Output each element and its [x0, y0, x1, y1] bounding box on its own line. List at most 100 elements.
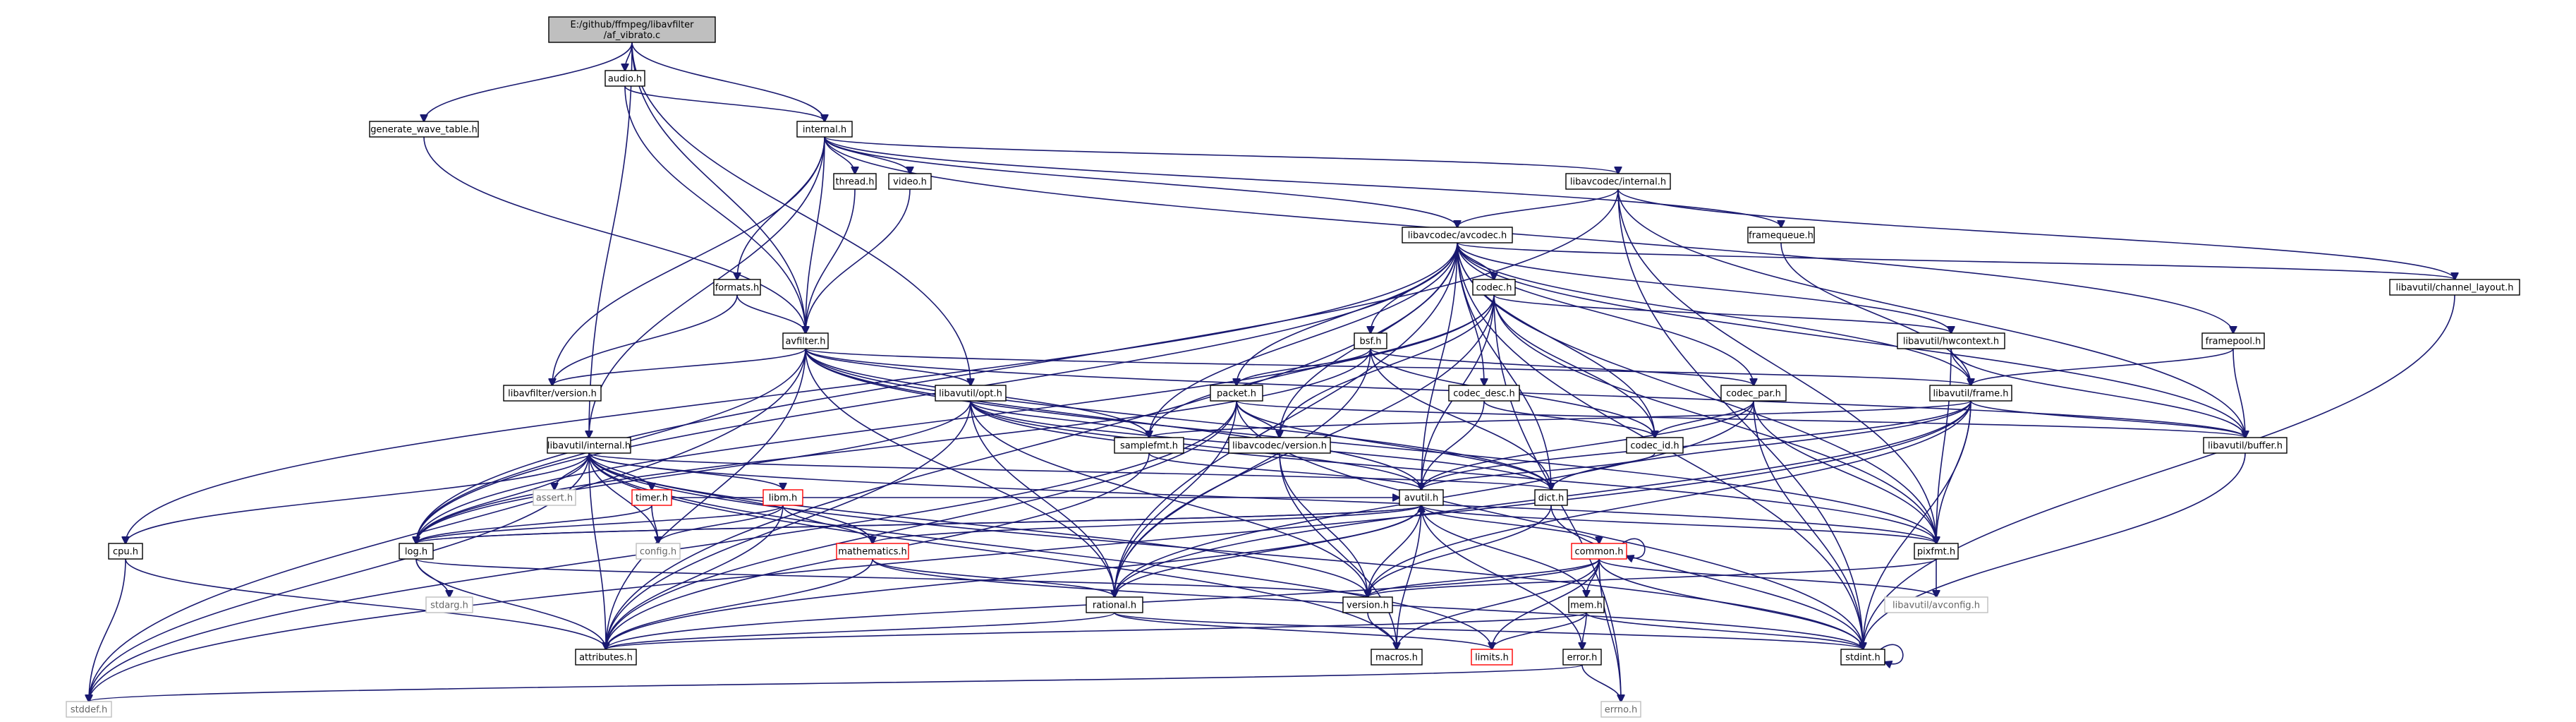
- node-avfilter[interactable]: avfilter.h: [782, 332, 829, 349]
- node-lu_internal[interactable]: libavutil/internal.h: [547, 437, 631, 454]
- edge-dict-to-stdint: [1550, 505, 1863, 649]
- node-codec_id[interactable]: codec_id.h: [1626, 437, 1684, 454]
- node-codec_par[interactable]: codec_par.h: [1720, 385, 1787, 402]
- node-box-stdarg: [425, 596, 473, 613]
- edge-lc_internal-to-avcodec: [1457, 188, 1619, 227]
- edge-codec_id-to-avutil: [1421, 452, 1655, 490]
- edge-packet-to-attributes: [606, 400, 1237, 649]
- edge-avcodec-to-chlayout: [1457, 242, 2455, 279]
- edge-internal-to-lc_internal: [824, 136, 1618, 174]
- node-root[interactable]: E:/github/ffmpeg/libavfilter/af_vibrato.…: [548, 16, 716, 43]
- node-opt[interactable]: libavutil/opt.h: [935, 385, 1007, 402]
- node-bsf[interactable]: bsf.h: [1354, 332, 1387, 349]
- node-buffer[interactable]: libavutil/buffer.h: [2203, 437, 2288, 454]
- edge-lu_internal-to-dict: [588, 452, 1551, 490]
- edge-libm-to-log: [416, 505, 784, 543]
- edge-root-to-internal: [631, 42, 825, 121]
- node-label-assert: assert.h: [536, 493, 573, 504]
- node-assert: assert.h: [533, 489, 576, 506]
- edge-opt-to-attributes: [606, 400, 971, 649]
- edge-rational-to-limits: [1114, 612, 1492, 649]
- node-avcodec[interactable]: libavcodec/avcodec.h: [1402, 227, 1513, 243]
- edge-packet-to-lc_version: [1236, 400, 1280, 438]
- edge-opt-to-pixfmt: [970, 400, 1936, 543]
- node-framequeue[interactable]: framequeue.h: [1747, 227, 1815, 243]
- node-log[interactable]: log.h: [399, 543, 434, 560]
- node-box-stddef: [66, 701, 112, 718]
- node-label-common: common.h: [1575, 547, 1624, 558]
- node-macros[interactable]: macros.h: [1371, 649, 1423, 666]
- edge-frame-to-avutil: [1421, 400, 1972, 490]
- node-lc_internal[interactable]: libavcodec/internal.h: [1565, 173, 1671, 190]
- node-box-timer: [631, 489, 672, 506]
- node-samplefmt[interactable]: samplefmt.h: [1114, 437, 1184, 454]
- node-label-dict: dict.h: [1538, 493, 1564, 504]
- node-label-log: log.h: [405, 547, 427, 558]
- edge-codec_desc-to-avutil: [1421, 400, 1485, 490]
- edge-avutil-to-pixfmt: [1421, 505, 1936, 543]
- edge-gen-to-avfilter: [423, 136, 806, 333]
- node-internal[interactable]: internal.h: [796, 121, 853, 138]
- edge-dict-to-version: [1368, 505, 1552, 597]
- node-error[interactable]: error.h: [1562, 649, 1602, 666]
- node-video[interactable]: video.h: [888, 173, 932, 190]
- node-mem[interactable]: mem.h: [1568, 596, 1605, 613]
- node-timer[interactable]: timer.h: [631, 489, 672, 506]
- node-lc_version[interactable]: libavcodec/version.h: [1228, 437, 1331, 454]
- node-label-codec_desc: codec_desc.h: [1453, 389, 1515, 399]
- node-codec[interactable]: codec.h: [1472, 279, 1516, 296]
- node-box-error: [1562, 649, 1602, 666]
- node-common[interactable]: common.h: [1571, 543, 1627, 560]
- edge-lu_internal-to-log: [416, 452, 590, 543]
- edge-avfilter-to-attributes: [606, 348, 806, 649]
- node-pixfmt[interactable]: pixfmt.h: [1914, 543, 1959, 560]
- node-dict[interactable]: dict.h: [1534, 489, 1568, 506]
- node-formats[interactable]: formats.h: [713, 279, 761, 296]
- node-label-avfilter: avfilter.h: [785, 337, 825, 347]
- edge-rational-to-stdint: [1114, 612, 1863, 649]
- node-box-cpu: [108, 543, 143, 560]
- node-label-lu_internal: libavutil/internal.h: [547, 441, 631, 452]
- node-thread[interactable]: thread.h: [833, 173, 877, 190]
- edge-framequeue-to-frame: [1780, 242, 1971, 385]
- node-stdint[interactable]: stdint.h: [1840, 649, 1885, 666]
- node-label-samplefmt: samplefmt.h: [1120, 441, 1178, 452]
- node-avutil[interactable]: avutil.h: [1399, 489, 1444, 506]
- edge-frame-to-samplefmt: [1149, 400, 1972, 438]
- node-box-config: [636, 543, 681, 560]
- node-hwcontext[interactable]: libavutil/hwcontext.h: [1897, 332, 2005, 349]
- edge-bsf-to-packet: [1237, 348, 1371, 385]
- edge-log-to-stdarg: [415, 558, 449, 597]
- node-rational[interactable]: rational.h: [1086, 596, 1143, 613]
- node-audio[interactable]: audio.h: [604, 70, 645, 87]
- node-framepool[interactable]: framepool.h: [2201, 332, 2265, 349]
- node-label-version: version.h: [1347, 601, 1389, 611]
- node-packet[interactable]: packet.h: [1210, 385, 1263, 402]
- node-lf_version[interactable]: libavfilter/version.h: [503, 385, 602, 402]
- edge-bsf-to-rational: [1114, 348, 1371, 597]
- edge-lu_internal-to-attributes: [588, 452, 606, 649]
- node-cpu[interactable]: cpu.h: [108, 543, 143, 560]
- node-gen[interactable]: generate_wave_table.h: [369, 121, 479, 138]
- edge-opt-to-samplefmt: [970, 400, 1149, 438]
- edge-mem-to-limits: [1492, 612, 1587, 649]
- edge-stdint-to-stdint: [1880, 644, 1904, 663]
- node-limits[interactable]: limits.h: [1471, 649, 1513, 666]
- node-version[interactable]: version.h: [1342, 596, 1393, 613]
- edge-bsf-to-codec_par: [1370, 348, 1754, 385]
- edge-rational-to-attributes: [606, 612, 1115, 649]
- edge-mem-to-error: [1582, 612, 1587, 649]
- node-label-codec_id: codec_id.h: [1630, 441, 1679, 452]
- node-box-errno: [1600, 701, 1641, 718]
- node-libm[interactable]: libm.h: [763, 489, 803, 506]
- node-errno: errno.h: [1600, 701, 1641, 718]
- node-mathematics[interactable]: mathematics.h: [836, 543, 909, 560]
- node-frame[interactable]: libavutil/frame.h: [1929, 385, 2012, 402]
- edge-audio-to-internal: [624, 85, 825, 121]
- edge-avcodec-to-dict: [1457, 242, 1551, 490]
- node-codec_desc[interactable]: codec_desc.h: [1448, 385, 1520, 402]
- node-attributes[interactable]: attributes.h: [575, 649, 637, 666]
- node-label-limits: limits.h: [1475, 653, 1509, 663]
- node-chlayout[interactable]: libavutil/channel_layout.h: [2389, 279, 2520, 296]
- edge-log-to-avutil: [415, 505, 1421, 544]
